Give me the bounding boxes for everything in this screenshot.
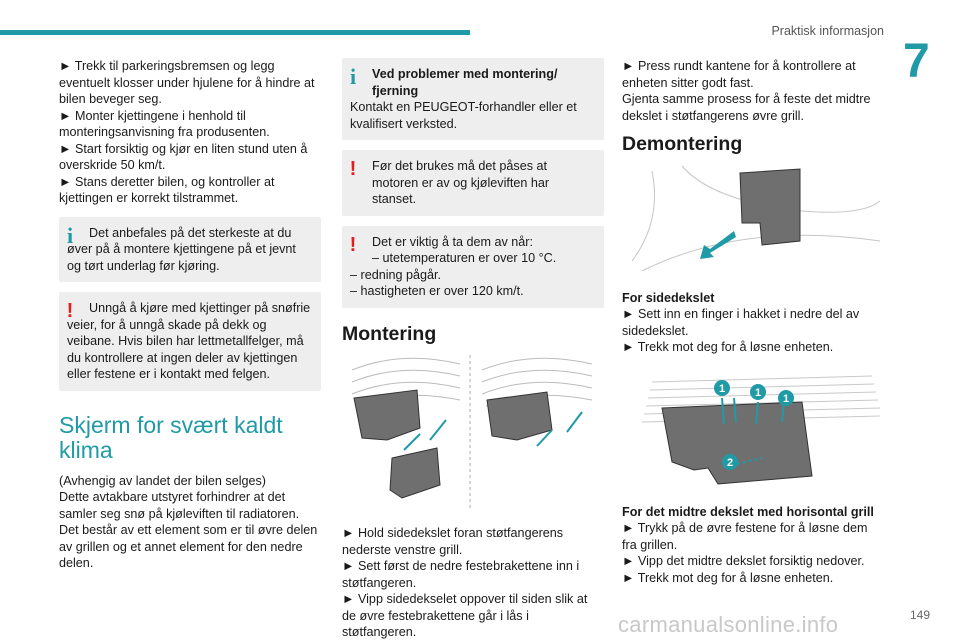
step-text: ► Hold sidedekslet foran støtfangerens n… — [342, 526, 564, 557]
step-text: ► Vipp sidedekselet oppover til siden sl… — [342, 592, 588, 639]
info-note-title: Ved problemer med montering/ fjerning — [372, 67, 558, 98]
warning-list-item: – hastigheten er over 120 km/t. — [350, 284, 524, 298]
paragraph: Dette avtakbare utstyret forhindrer at d… — [59, 490, 300, 521]
step-text: ► Sett inn en finger i hakket i nedre de… — [622, 307, 860, 338]
side-cover-removal-illustration — [631, 165, 881, 271]
step-text: ► Vipp det midtre dekslet forsiktig nedo… — [622, 554, 865, 568]
info-note: i Det anbefales på det sterkeste at du ø… — [59, 216, 321, 282]
callout-badge — [750, 383, 766, 400]
section-heading: Montering — [342, 322, 437, 345]
page-number: 149 — [909, 608, 930, 622]
callout-number: 1 — [719, 383, 725, 395]
step-text: ► Trykk på de øvre festene for å løsne d… — [622, 521, 868, 552]
section-title: Praktisk informasjon — [771, 24, 884, 38]
step-text: ► Start forsiktig og kjør en liten stund… — [59, 141, 308, 173]
warning-icon: ! — [349, 233, 357, 256]
subsection-title: For det midtre dekslet med horisontal gr… — [622, 504, 874, 519]
step-text: ► Trekk mot deg for å løsne enheten. — [622, 340, 834, 354]
warning-note-text: Det er viktig å ta dem av når: — [372, 234, 533, 249]
paragraph: (Avhengig av landet der bilen selges) — [59, 473, 266, 488]
warning-list-item: – utetemperaturen er over 10 °C. — [372, 251, 557, 265]
section-heading: Demontering — [622, 133, 743, 155]
paragraph: Det består av ett element som er til øvr… — [59, 523, 318, 570]
warning-note-text: Før det brukes må det påses at motoren e… — [372, 159, 550, 206]
section-heading: Skjerm for svært kaldt klima — [59, 411, 283, 463]
callout-badge — [722, 453, 738, 470]
chapter-number: 7 — [903, 35, 930, 88]
info-note: i Ved problemer med montering/ fjerning … — [342, 58, 604, 140]
column-middle: i Ved problemer med montering/ fjerning … — [342, 58, 604, 641]
step-text: ► Trekk mot deg for å løsne enheten. — [622, 570, 834, 585]
callout-number: 1 — [755, 387, 761, 399]
callout-badge — [714, 379, 730, 396]
warning-note-text: Unngå å kjøre med kjettinger på snøfrie … — [67, 301, 311, 381]
step-text: ► Trekk til parkeringsbremsen og legg ev… — [59, 59, 315, 106]
step-text: ► Sett først de nedre festebrakettene in… — [342, 559, 580, 590]
subsection-title: For sidedekslet — [622, 290, 715, 305]
callout-badge — [778, 389, 794, 406]
column-right: ► Press rundt kantene for å kontrollere … — [622, 58, 884, 586]
callout-number: 1 — [783, 393, 789, 405]
header-accent-bar — [0, 30, 470, 35]
info-icon: i — [349, 64, 357, 89]
info-note-text: Kontakt en PEUGEOT-forhandler eller et k… — [350, 100, 577, 131]
mounting-illustration — [351, 355, 593, 510]
info-note-text: Det anbefales på det sterkeste at du øve… — [67, 225, 296, 273]
warning-note: ! Unngå å kjøre med kjettinger på snøfri… — [59, 292, 321, 391]
warning-note: ! Før det brukes må det påses at motoren… — [342, 150, 604, 216]
middle-cover-removal-illustration: 1 1 1 2 — [641, 375, 881, 485]
warning-note: ! Det er viktig å ta dem av når: – utete… — [342, 225, 604, 308]
paragraph: Gjenta samme prosess for å feste det mid… — [622, 92, 871, 123]
step-text: ► Monter kjettingene i henhold til monte… — [59, 108, 270, 140]
warning-icon: ! — [349, 158, 357, 180]
step-text: ► Stans deretter bilen, og kontroller at… — [59, 174, 275, 206]
step-text: ► Press rundt kantene for å kontrollere … — [622, 59, 856, 90]
warning-list-item: – redning pågår. — [350, 267, 442, 282]
warning-icon: ! — [66, 300, 74, 322]
watermark: carmanualsonline.info — [618, 612, 839, 637]
callout-number: 2 — [727, 457, 733, 469]
column-left: ► Trekk til parkeringsbremsen og legg ev… — [59, 58, 321, 572]
info-icon: i — [66, 222, 74, 248]
